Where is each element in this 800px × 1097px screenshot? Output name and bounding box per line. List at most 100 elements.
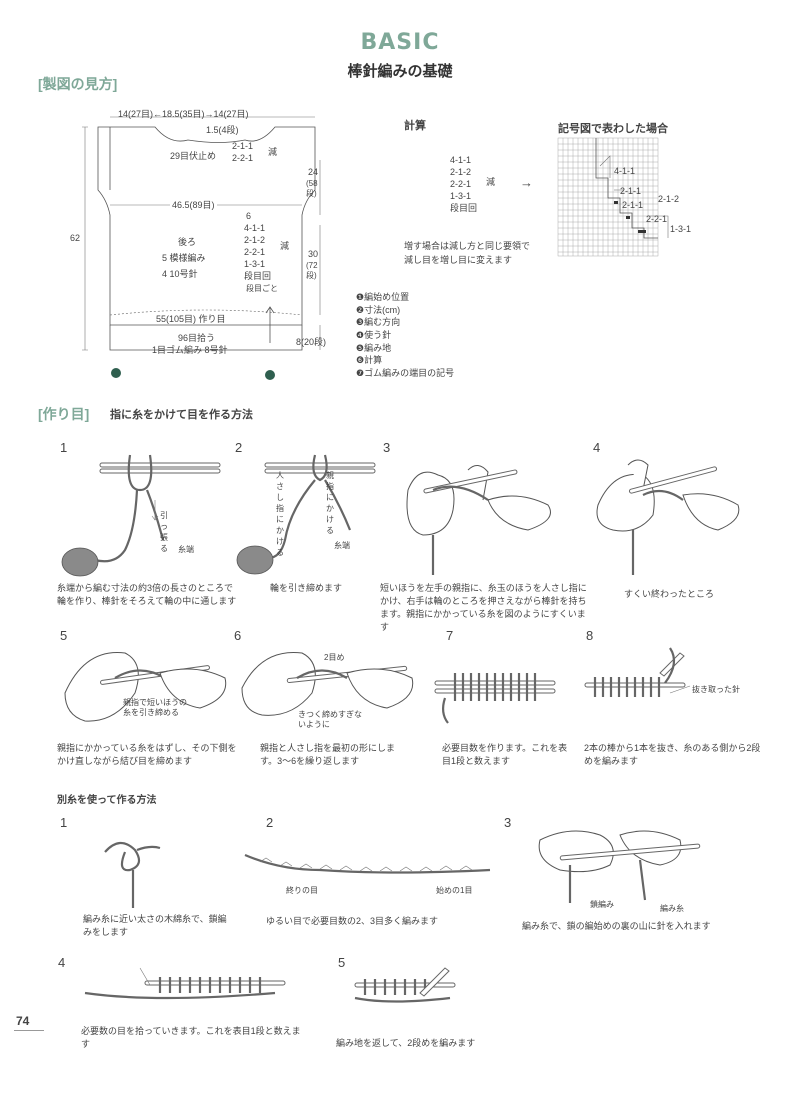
armhole-dec-3: 2-2-1 [244,247,266,257]
step-a-4: 4 すくい終わったところ [588,440,758,615]
step-b-2: 2 終りの目 始めの1目 ゆるい目で必要目数の2、3目多く編みます [240,815,500,945]
neck-dec-2: 2-2-1 [232,153,254,163]
body-height: 30 [308,249,319,259]
hem-pickup: 96目拾う [178,333,216,343]
step-a-3: 3 短いほうを左手の親指に、糸玉のほうを人さし指にかけ、右手は輪のところを押さえ… [378,440,588,632]
step-a-2-caption: 輪を引き締めます [270,583,343,593]
step-a-4-caption: すくい終わったところ [624,589,715,599]
step-a-2-label-index: 人さし指にかける [276,471,284,557]
legend-item-2: ❷寸法(cm) [356,304,401,315]
armhole-dec-4: 1-3-1 [244,259,266,269]
step-a-1-number: 1 [60,440,68,455]
symbol-chart-block: 記号図で表わした場合 4-1-1 2-1-1 2-1-1 2-1-2 2-2-1… [557,120,758,270]
step-a-7: 7 必要目数を作ります。これを表目1段と数えます [430,628,570,778]
step-a-1-illustration [61,454,221,577]
symbol-chart-title: 記号図で表わした場合 [558,123,668,135]
step-b-5-number: 5 [338,955,346,970]
calc-step-2: 2-1-2 [450,167,472,177]
step-b-4-number: 4 [58,955,66,970]
neck-dec-label: 減 [268,147,278,157]
neck-depth: 1.5(4段) [206,125,239,135]
step-a-1-label-end: 糸端 [178,545,194,554]
step-a-5: 5 親指で短いほうの糸を引き締める 親指にかかっている糸をはずし、その下側をかけ… [55,628,237,778]
step-a-3-number: 3 [383,440,391,455]
calc-note-2: 減し目を増し目に変えます [404,255,513,265]
step-b-3-caption: 編み糸で、鎖の編始めの裏の山に針を入れます [522,921,711,931]
step-b-3-number: 3 [504,815,512,830]
neck-dec-1: 2-1-1 [232,141,254,151]
step-b-5: 5 編み地を返して、2段めを編みます [330,955,530,1055]
garment-schematic: 14(27目)←18.5(35目)→14(27目) 1.5(4段) 29目伏止め… [70,105,400,390]
step-a-7-number: 7 [446,628,454,643]
body-stitch: 5 模様編み [162,253,206,263]
body-needle: 4 10号針 [162,269,198,279]
step-b-4-illustration [84,967,286,1000]
calc-block: 計算 4-1-1 2-1-2 2-2-1 1-3-1 段目回 減 → 増す場合は… [400,115,550,275]
armhole-dec-2: 2-1-2 [244,235,266,245]
legend-item-7: ❼ゴム編みの端目の記号 [356,368,455,379]
step-a-5-label: 親指で短いほうの糸を引き締める [123,698,187,718]
step-a-3-caption: 短いほうを左手の親指に、糸玉のほうを人さし指にかけ、右手は輪のところを押さえなが… [380,583,587,633]
hem-rib: 1目ゴム編み 8号針 [152,345,228,355]
symbol-label-6: 1-3-1 [670,224,692,234]
step-b-3-illustration [538,830,701,903]
body-rows: (72段) [306,261,318,280]
step-a-5-number: 5 [60,628,68,643]
step-b-1: 1 編み糸に近い太さの木綿糸で、鎖編みをします [55,815,235,945]
step-b-1-illustration [104,841,161,908]
calc-step-3: 2-2-1 [450,179,472,189]
step-a-4-number: 4 [593,440,601,455]
step-a-3-illustration [406,465,551,575]
provisional-method-title: 別糸を使って作る方法 [57,795,157,806]
step-a-6: 6 2目め きつく締めすぎないように 親指と人さし指を最初の形にします。3〜6を… [232,628,422,778]
step-a-1-caption: 糸端から編む寸法の約3倍の長さのところで輪を作り、棒針をそろえて輪の中に通します [57,583,237,607]
step-b-2-caption: ゆるい目で必要目数の2、3目多く編みます [266,916,439,926]
armhole-height: 24 [308,167,319,177]
calc-dec-label: 減 [486,177,496,187]
symbol-label-2: 2-1-1 [620,186,642,196]
legend-item-4: ❹使う針 [356,330,392,341]
section-title-chart-reading: [製図の見方] [38,76,118,92]
symbol-label-5: 2-2-1 [646,214,668,224]
armhole-dec-suffix: 段目ごと [246,284,278,293]
step-a-6-label-tight: きつく締めすぎないように [298,710,362,730]
top-dimensions: 14(27目)←18.5(35目)→14(27目) [118,109,249,119]
step-b-1-number: 1 [60,815,68,830]
step-b-3: 3 鎖編み 編み糸 編み糸で、鎖の編始めの裏の山に針を入れます [500,815,750,945]
step-a-4-illustration [596,459,740,575]
legend-item-5: ❺編み地 [356,342,392,353]
step-b-4-caption: 必要数の目を拾っていきます。これを表目1段と数えます [81,1026,301,1050]
section-title-cast-on: [作り目] [38,406,90,422]
armhole-dec-5: 段目回 [244,271,272,281]
step-a-6-caption: 親指と人さし指を最初の形にします。3〜6を繰り返します [260,743,396,767]
step-b-3-label-chain: 鎖編み [590,900,614,909]
step-a-5-illustration [64,652,227,722]
symbol-label-1: 4-1-1 [614,166,636,176]
step-a-8-number: 8 [586,628,594,643]
step-b-4: 4 必要数の目を拾っていきます。これを表目1段と数えます [55,955,301,1055]
step-a-8-illustration [584,647,691,697]
step-a-1-label-pull: 引っ張る [160,511,168,553]
page-subtitle: 棒針編みの基礎 [347,63,453,80]
total-height: 62 [70,233,81,243]
legend-item-6: ❻計算 [356,355,383,366]
armhole-rows: (58段) [306,179,318,198]
step-a-7-caption: 必要目数を作ります。これを表目1段と数えます [442,743,568,767]
step-b-2-label-first: 始めの1目 [436,886,473,895]
cast-on-method-title: 指に糸をかけて目を作る方法 [110,409,253,421]
step-a-2-number: 2 [235,440,243,455]
body-width: 46.5(89目) [170,200,217,212]
page-number: 74 [16,1014,30,1028]
calc-step-1: 4-1-1 [450,155,472,165]
armhole-calc-num: 6 [246,211,252,221]
calc-step-4: 1-3-1 [450,191,472,201]
step-a-7-illustration [434,673,556,724]
step-a-8-label: 抜き取った針 [692,685,740,694]
step-b-5-illustration [354,967,456,1003]
symbol-label-3: 2-1-1 [622,200,644,210]
step-a-6-label-2nd: 2目め [324,653,345,662]
step-b-3-label-yarn: 編み糸 [660,904,684,913]
step-a-6-illustration [241,651,414,716]
hem-height: 8(20段) [296,337,327,347]
legend-item-1: ❶編始め位置 [356,292,410,302]
